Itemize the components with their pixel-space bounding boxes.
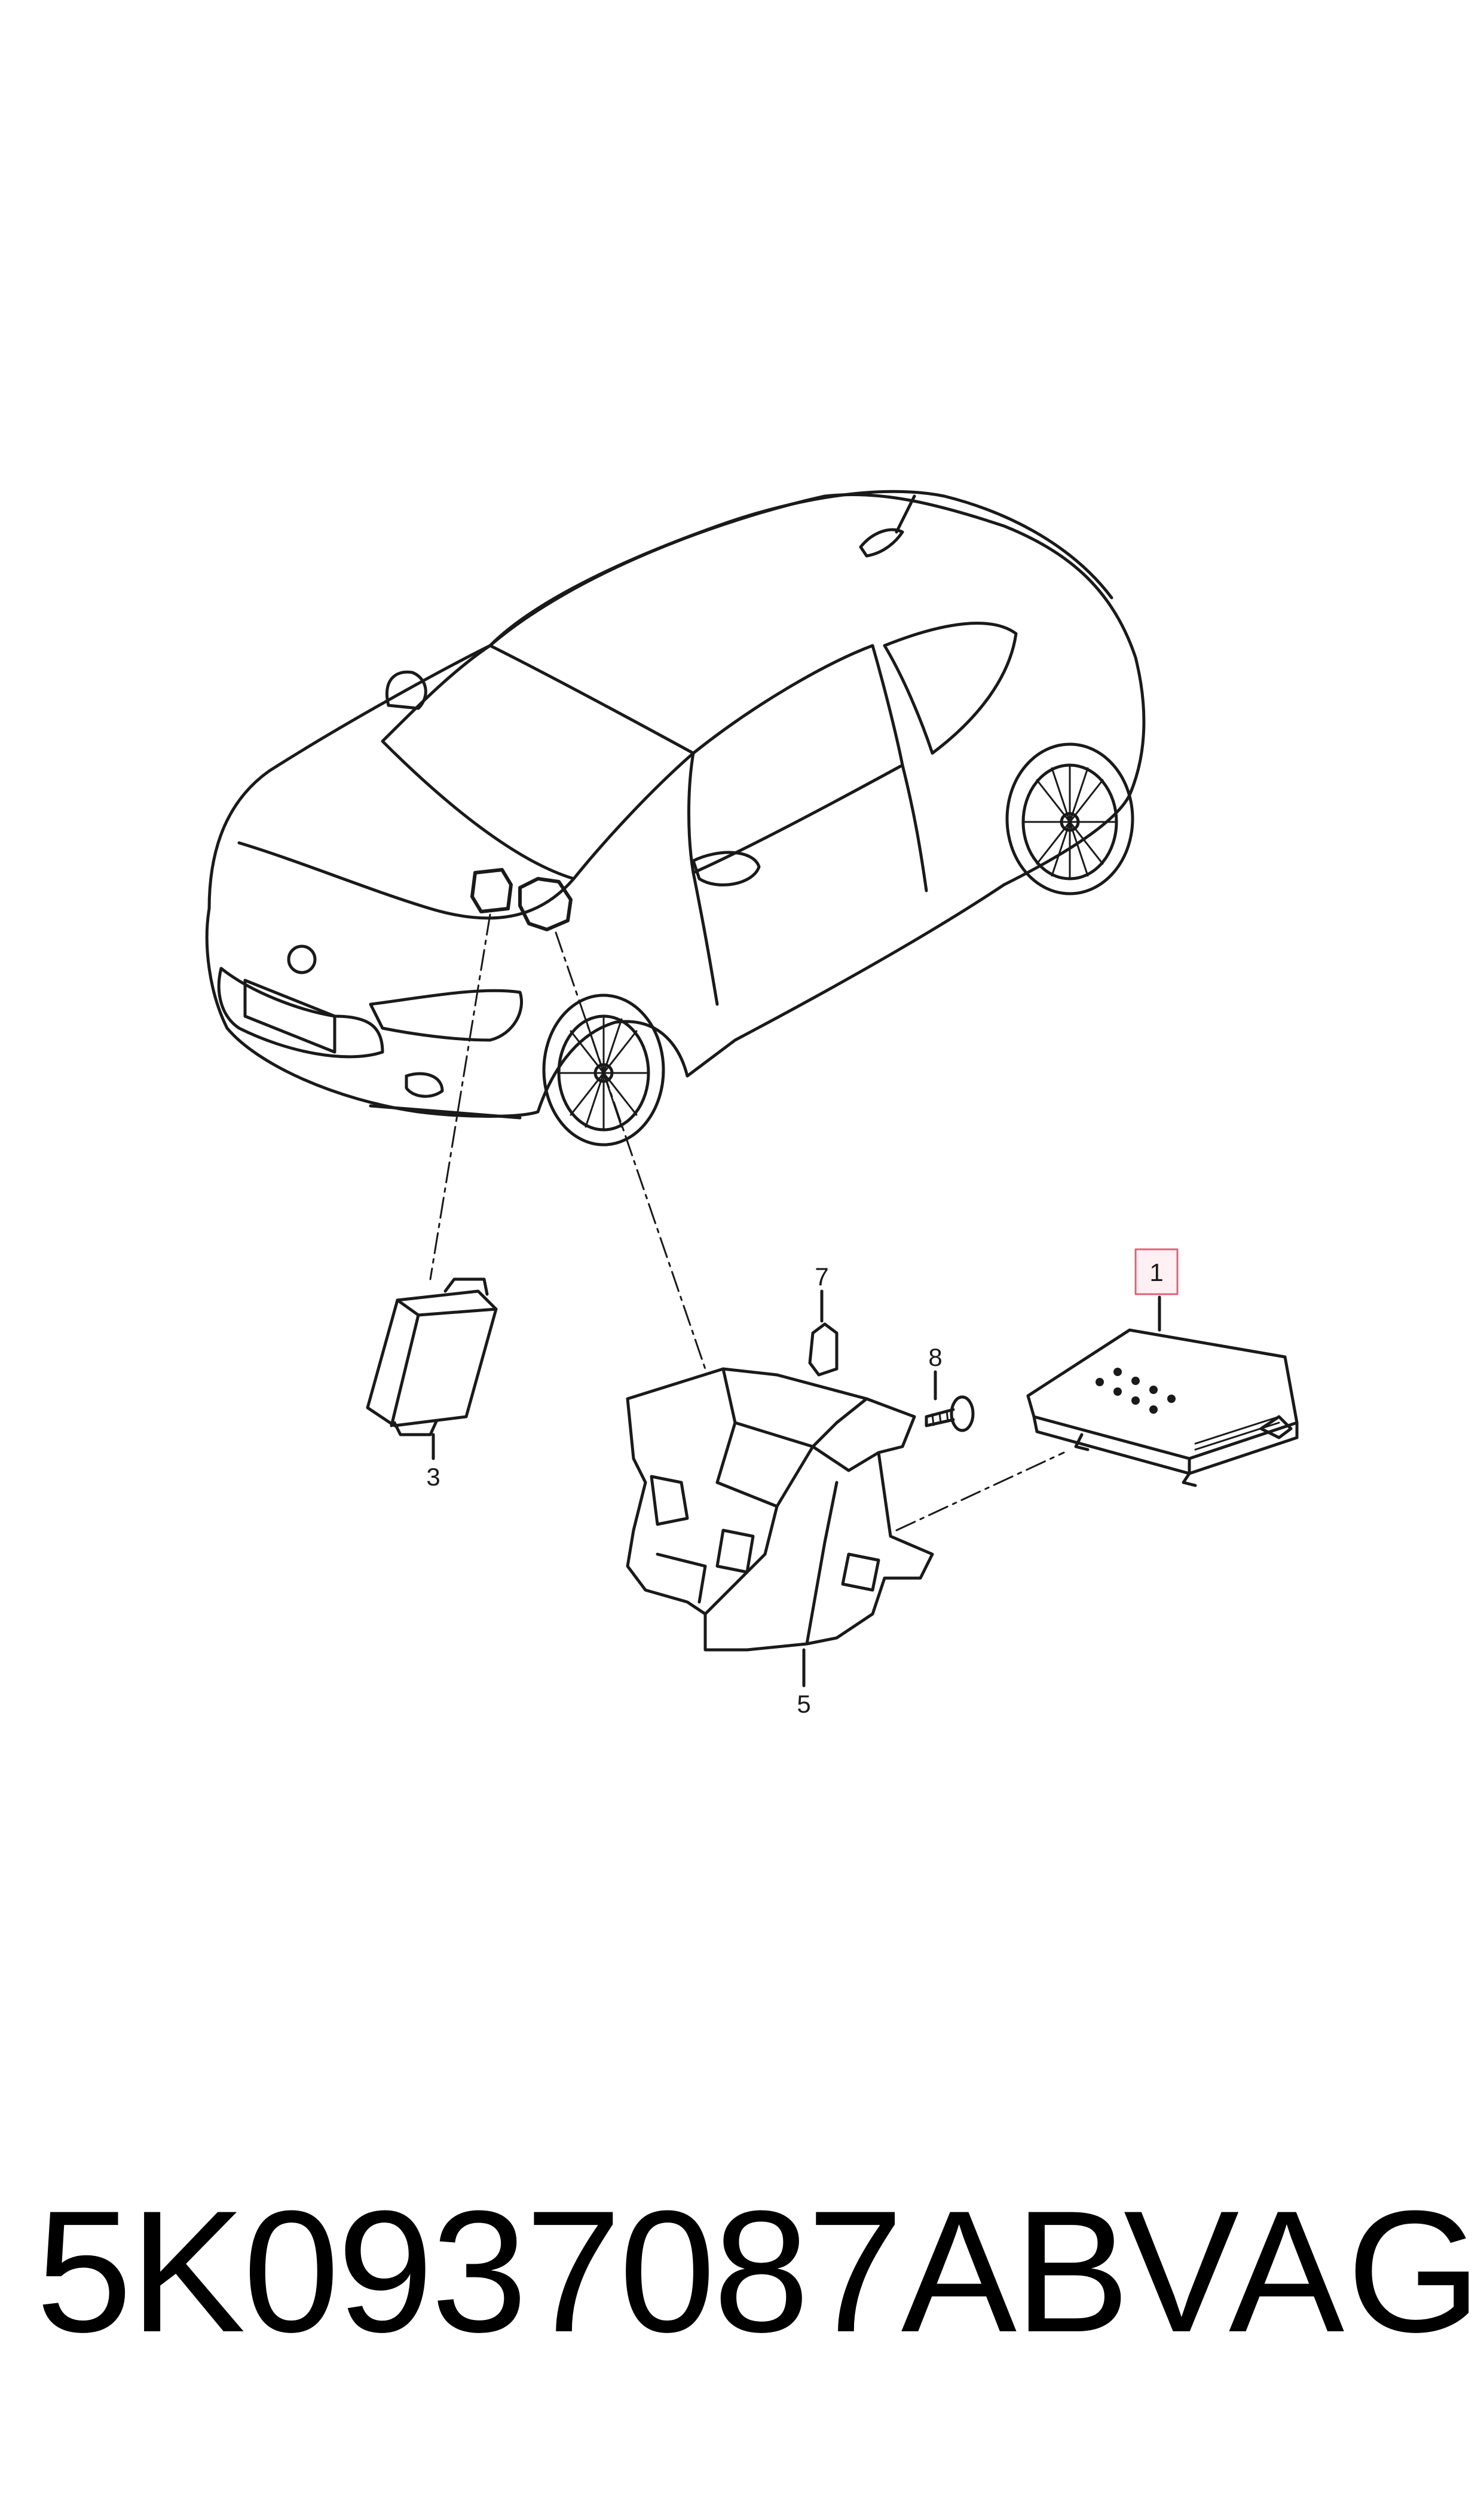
car-illustration (205, 490, 1146, 1147)
part-1-control-unit (1026, 1295, 1299, 1487)
part-5-bracket (626, 1367, 934, 1687)
part-3-module (366, 1277, 498, 1460)
part-number: 5K0937087AB (36, 2175, 1130, 2368)
car-roof (488, 490, 1113, 647)
part-8-screw (925, 1370, 975, 1432)
car-license-plate (243, 979, 336, 1054)
module-location-small (470, 868, 513, 913)
car-hood (237, 841, 576, 920)
car-door-line (691, 763, 928, 1006)
callout-7: 7 (815, 1262, 828, 1291)
leader-lines (429, 913, 1065, 1531)
callout-5: 5 (797, 1690, 810, 1718)
module-location-large (518, 877, 573, 931)
callout-3: 3 (426, 1463, 440, 1491)
car-body-outline (205, 493, 1146, 1118)
car-grille (217, 967, 384, 1059)
car-rear-wheel (1005, 742, 1134, 895)
car-left-mirror (385, 670, 427, 710)
callout-8: 8 (928, 1343, 942, 1371)
callout-1: 1 (1149, 1258, 1163, 1286)
callout-1-highlight-box (1134, 1248, 1179, 1295)
car-windshield (381, 644, 695, 881)
car-side-window-front (687, 644, 904, 875)
car-fog-lights (369, 1072, 522, 1120)
car-side-window-rear (883, 622, 1018, 755)
part-7-clip (808, 1289, 839, 1377)
car-antenna (859, 494, 916, 558)
car-headlight (369, 989, 524, 1042)
car-side-mirror (691, 851, 761, 886)
car-emblem (287, 944, 317, 974)
brand-name: VAG (1124, 2175, 1484, 2368)
